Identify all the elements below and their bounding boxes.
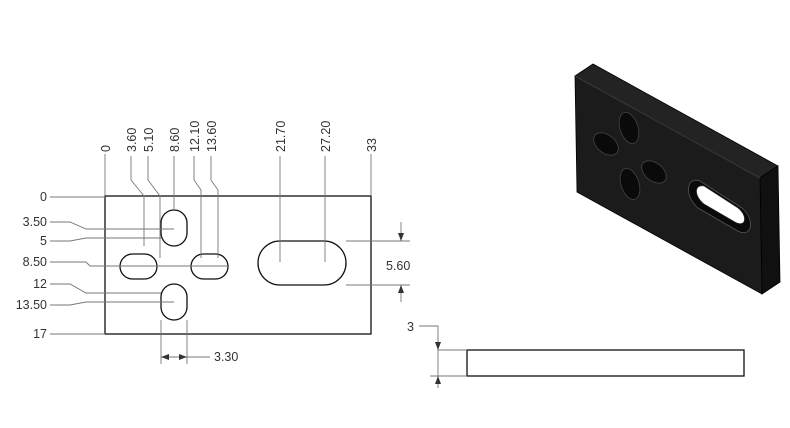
iso-slot-bottom xyxy=(619,168,641,200)
iso-slot-large-opening xyxy=(696,185,745,224)
slot-right-horizontal xyxy=(190,253,229,280)
slot-width-dimension-lines xyxy=(160,320,210,364)
dim-left-17: 17 xyxy=(33,327,47,341)
iso-slot-right xyxy=(641,160,667,184)
dim-slot-height: 5.60 xyxy=(386,259,410,273)
dim-top-13-60: 13.60 xyxy=(205,121,219,152)
iso-slots xyxy=(593,112,751,233)
dim-left-0: 0 xyxy=(40,190,47,204)
left-extension-lines xyxy=(50,196,228,335)
dim-top-8-60: 8.60 xyxy=(168,128,182,152)
slot-top-vertical xyxy=(160,209,188,247)
side-view-outline xyxy=(466,349,745,377)
dim-thickness: 3 xyxy=(407,320,414,334)
dim-top-33: 33 xyxy=(365,138,379,152)
dim-top-12-10: 12.10 xyxy=(188,121,202,152)
dim-top-27-20: 27.20 xyxy=(319,121,333,152)
slot-large xyxy=(257,240,347,286)
dim-top-5-10: 5.10 xyxy=(142,128,156,152)
dim-top-21-70: 21.70 xyxy=(274,121,288,152)
iso-slot-left xyxy=(593,132,619,156)
dim-top-3-60: 3.60 xyxy=(125,128,139,152)
dim-left-13-50: 13.50 xyxy=(16,298,47,312)
iso-slot-top xyxy=(618,112,640,144)
dim-slot-width: 3.30 xyxy=(214,350,238,364)
dim-left-5: 5 xyxy=(40,234,47,248)
side-view: 3 xyxy=(407,320,745,388)
iso-right-face xyxy=(759,165,781,295)
front-view: 0 3.60 5.10 8.60 12.10 13.60 21.70 27.20… xyxy=(16,121,410,364)
dim-left-12: 12 xyxy=(33,277,47,291)
slot-left-horizontal xyxy=(119,253,158,280)
top-extension-lines xyxy=(104,154,372,262)
dim-left-3-50: 3.50 xyxy=(23,215,47,229)
dim-left-8-50: 8.50 xyxy=(23,255,47,269)
slot-height-dimension-lines xyxy=(346,222,410,302)
isometric-view xyxy=(574,63,781,295)
dim-top-0: 0 xyxy=(99,145,113,152)
